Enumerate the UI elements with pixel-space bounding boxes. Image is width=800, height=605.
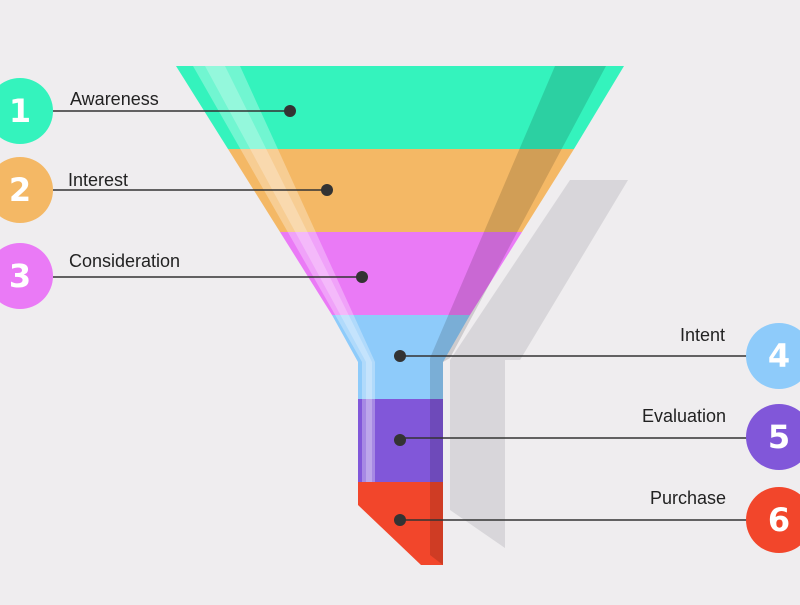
- funnel-shadow: [450, 180, 628, 548]
- connector-dot-5: [394, 434, 406, 446]
- funnel-shade: [430, 66, 606, 565]
- funnel-band-consideration: [280, 232, 522, 315]
- stage-badge-1: 1: [0, 78, 53, 144]
- stage-label-purchase: Purchase: [649, 488, 726, 508]
- connector-dot-1: [284, 105, 296, 117]
- funnel-band-interest: [228, 149, 574, 232]
- stage-label-intent: Intent: [679, 325, 725, 345]
- funnel-band-awareness: [176, 66, 624, 149]
- connector-dot-6: [394, 514, 406, 526]
- connector-dot-4: [394, 350, 406, 362]
- stage-label-interest: Interest: [68, 170, 129, 190]
- stage-label-awareness: Awareness: [70, 89, 159, 109]
- stage-badge-6: 6: [746, 487, 800, 553]
- stage-badge-5: 5: [746, 404, 800, 470]
- stage-label-consideration: Consideration: [69, 251, 181, 271]
- stage-badge-4: 4: [746, 323, 800, 389]
- connector-dot-3: [356, 271, 368, 283]
- stage-label-evaluation: Evaluation: [641, 406, 726, 426]
- stage-badge-3: 3: [0, 243, 53, 309]
- stage-badge-2: 2: [0, 157, 53, 223]
- connector-dot-2: [321, 184, 333, 196]
